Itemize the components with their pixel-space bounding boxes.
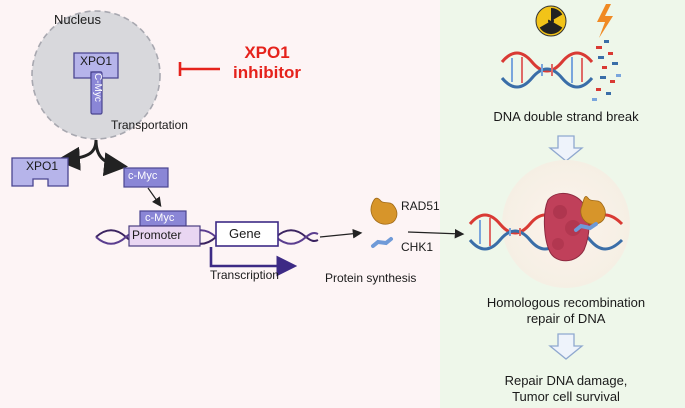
outcome-label-line1: Repair DNA damage, <box>504 373 628 388</box>
repair-dna-blue-strand <box>468 229 624 251</box>
protein-synthesis-label: Protein synthesis <box>325 271 417 285</box>
promoter-box <box>128 225 201 247</box>
rad51-protein <box>370 197 398 225</box>
repair-dna-rungs <box>479 218 521 246</box>
down-arrow-2 <box>548 333 584 360</box>
xpo1-protein-free <box>11 157 69 187</box>
transcription-label: Transcription <box>210 268 279 282</box>
transcription-arrow <box>209 247 298 277</box>
chk1-protein <box>371 237 393 248</box>
arrow-to-repair <box>407 228 465 239</box>
broken-dna-rungs <box>511 57 583 83</box>
arrow-cmyc-to-promoter <box>147 187 162 207</box>
nucleus-label: Nucleus <box>54 12 101 27</box>
dna-fragments <box>592 40 621 101</box>
transportation-label: Transportation <box>111 118 188 132</box>
cmyc-protein-nucleus <box>90 71 103 115</box>
xpo1-nucleus-label: XPO1 <box>80 54 113 68</box>
chk1-label: CHK1 <box>401 240 434 254</box>
cmyc-protein-free <box>123 167 169 188</box>
down-arrow-1 <box>548 135 584 162</box>
broken-dna-red-strand <box>500 51 594 73</box>
promoter-label: Promoter <box>132 228 182 242</box>
dsb-label: DNA double strand break <box>493 109 639 124</box>
lightning-icon <box>597 4 613 38</box>
inhibitor-label-line1: XPO1 <box>244 43 290 62</box>
rad51-label: RAD51 <box>401 199 440 213</box>
cmyc-bound-label: c-Myc <box>145 212 175 224</box>
cmyc-nucleus-label: C-Myc <box>92 73 103 102</box>
cmyc-free-label: c-Myc <box>128 170 158 182</box>
broken-dna-blue-strand <box>500 67 594 89</box>
inhibitor-label-line2: inhibitor <box>233 63 301 82</box>
arrow-to-proteins <box>319 228 363 239</box>
gene-label: Gene <box>229 226 261 241</box>
chk1-in-complex <box>574 222 598 232</box>
gene-box <box>215 221 279 247</box>
rad51-in-complex <box>580 196 606 225</box>
hr-label-line1: Homologous recombination <box>486 295 646 310</box>
xpo1-free-label: XPO1 <box>26 159 59 173</box>
arrow-to-cmyc <box>94 139 128 177</box>
outcome-label-line2: Tumor cell survival <box>512 389 620 404</box>
hr-label-line2: repair of DNA <box>526 311 606 326</box>
